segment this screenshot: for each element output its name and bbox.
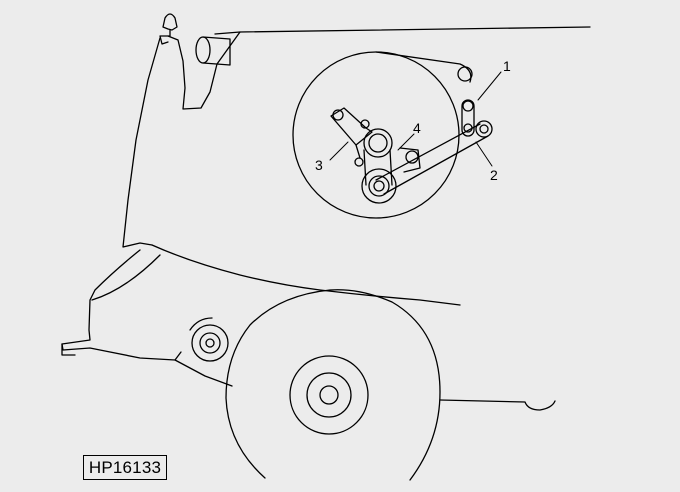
wheel-rim-inner: [306, 372, 352, 418]
chassis-lower-line: [61, 249, 233, 387]
wheel-hub: [319, 385, 339, 405]
leader-3: [329, 141, 349, 161]
leader-4: [397, 133, 415, 151]
callout-leaders: [329, 71, 502, 167]
upper-arm: [330, 107, 373, 159]
callout-2: 2: [490, 167, 498, 183]
wheel: [225, 289, 441, 481]
body-top-edge: [214, 26, 591, 35]
knob: [159, 13, 178, 45]
leader-1: [477, 71, 502, 101]
callout-3: 3: [315, 157, 323, 173]
body-front-line: [122, 37, 161, 248]
pipe-fitting: [195, 36, 231, 66]
small-bracket: [61, 343, 76, 356]
gate-outline: [167, 31, 241, 110]
rear-lower-line: [439, 399, 556, 411]
wheel-tire: [225, 289, 441, 481]
center-link: [363, 128, 421, 186]
callout-4: 4: [413, 120, 421, 136]
chassis-curve: [151, 244, 461, 306]
drive-belt: [375, 51, 472, 83]
right-bracket: [461, 99, 475, 137]
actuator-rod: [375, 120, 493, 195]
leader-2: [475, 141, 493, 167]
front-panel-edge: [91, 254, 161, 301]
figure-reference-code: HP16133: [83, 455, 167, 480]
wheel-rim-outer: [289, 355, 369, 435]
front-hub: [174, 317, 229, 362]
bottom-pivot: [354, 157, 397, 204]
callout-1: 1: [503, 58, 511, 74]
